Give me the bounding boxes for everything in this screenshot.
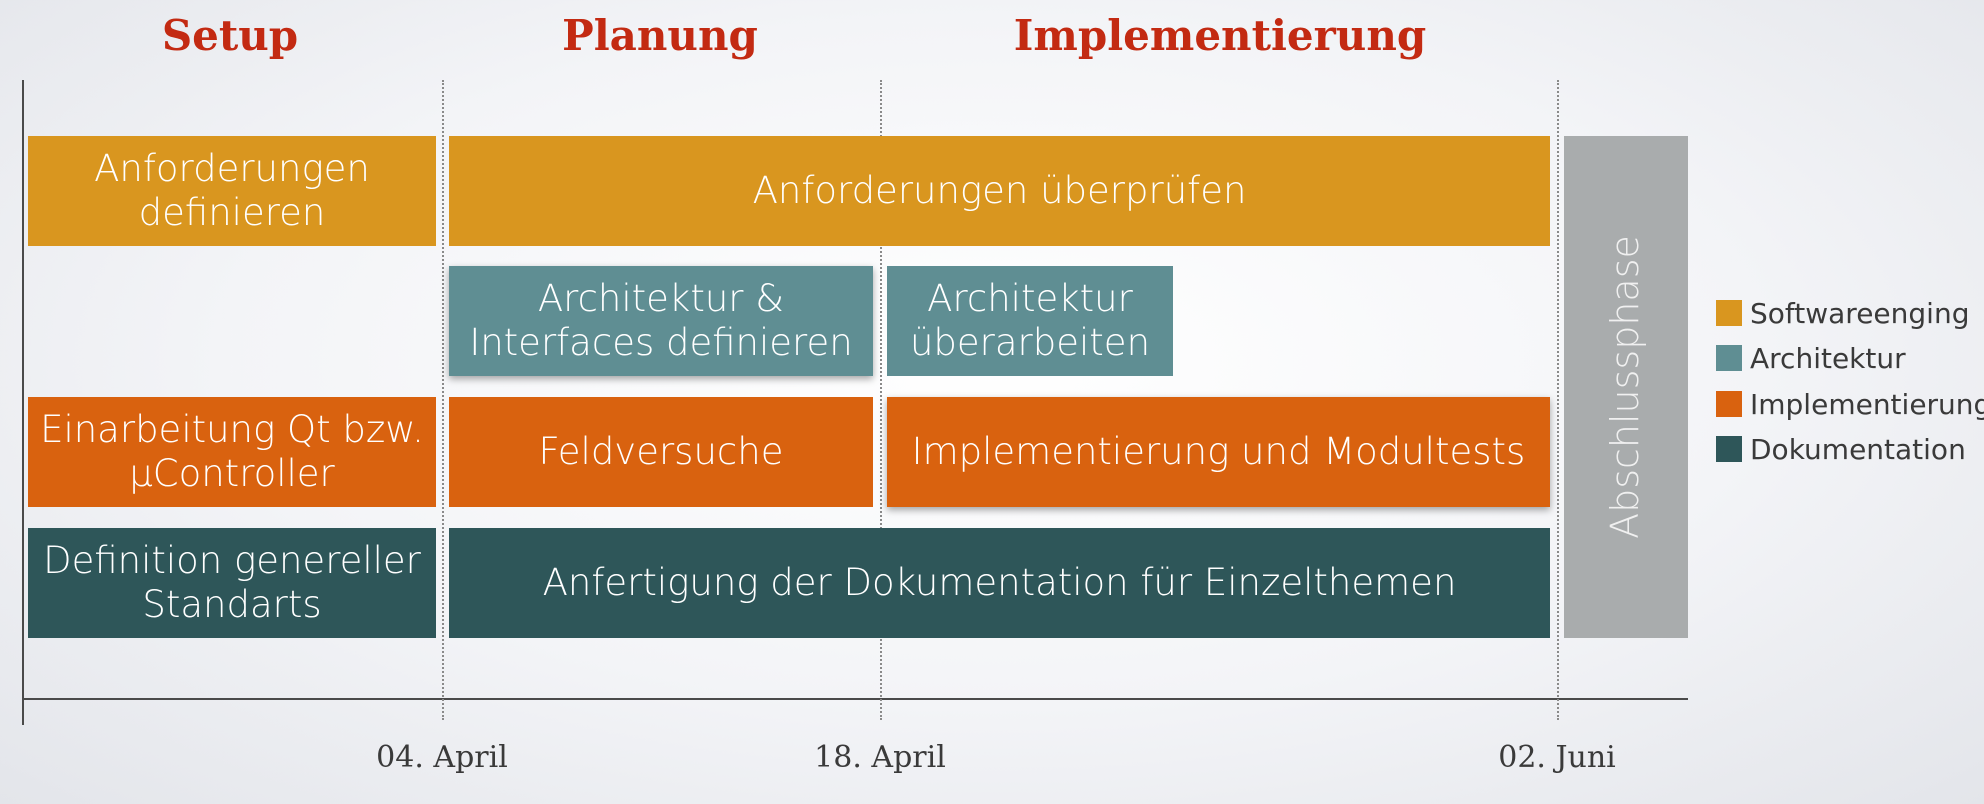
abschlussphase-label: Abschlussphase: [1603, 235, 1648, 539]
task-label: Anfertigung der Dokumentation für Einzel…: [542, 560, 1457, 604]
legend-item-architektur: Architektur: [1716, 341, 1906, 375]
legend-swatch: [1716, 391, 1742, 417]
task-label: Feldversuche: [538, 429, 784, 473]
task-einarbeitung: Einarbeitung Qt bzw. µController: [28, 397, 436, 507]
task-label: Implementierung und Modultests: [911, 429, 1526, 473]
legend-label: Architektur: [1750, 341, 1906, 375]
task-label: Architektur & Interfaces definieren: [469, 276, 853, 364]
task-abschlussphase: Abschlussphase: [1564, 136, 1688, 638]
legend-label: Dokumentation: [1750, 432, 1966, 466]
task-feldversuche: Feldversuche: [449, 397, 873, 507]
legend-swatch: [1716, 300, 1742, 326]
legend-label: Softwareenging: [1750, 296, 1970, 330]
task-label: Anforderungen überprüfen: [752, 168, 1247, 212]
y-axis: [22, 80, 24, 725]
milestone-line-04-april: [442, 80, 444, 720]
legend-label: Implementierung: [1750, 387, 1984, 421]
date-label-02-juni: 02. Juni: [1498, 740, 1616, 775]
legend-item-softwareengineering: Softwareenging: [1716, 296, 1969, 330]
task-anforderungen-ueberpruefen: Anforderungen überprüfen: [449, 136, 1550, 246]
legend-item-implementierung: Implementierung: [1716, 387, 1984, 421]
task-dokumentation-einzelthemen: Anfertigung der Dokumentation für Einzel…: [449, 528, 1550, 638]
task-anforderungen-definieren: Anforderungen definieren: [28, 136, 436, 246]
task-architektur-ueberarbeiten: Architektur überarbeiten: [887, 266, 1173, 376]
milestone-line-18-april: [880, 80, 882, 720]
task-architektur-interfaces: Architektur & Interfaces definieren: [449, 266, 873, 376]
task-label: Architektur überarbeiten: [909, 276, 1151, 364]
task-label: Definition genereller Standarts: [43, 538, 421, 626]
x-axis: [22, 698, 1688, 700]
legend-swatch: [1716, 345, 1742, 371]
date-label-18-april: 18. April: [814, 740, 946, 775]
legend-swatch: [1716, 436, 1742, 462]
phase-title-implementierung: Implementierung: [1013, 11, 1427, 60]
task-implementierung-modultests: Implementierung und Modultests: [887, 397, 1550, 507]
phase-title-planung: Planung: [562, 11, 758, 60]
milestone-line-02-juni: [1557, 80, 1559, 720]
task-label: Anforderungen definieren: [94, 146, 370, 234]
phase-title-setup: Setup: [161, 11, 299, 60]
task-label: Einarbeitung Qt bzw. µController: [40, 407, 424, 495]
date-label-04-april: 04. April: [376, 740, 508, 775]
task-definition-standarts: Definition genereller Standarts: [28, 528, 436, 638]
legend-item-dokumentation: Dokumentation: [1716, 432, 1966, 466]
